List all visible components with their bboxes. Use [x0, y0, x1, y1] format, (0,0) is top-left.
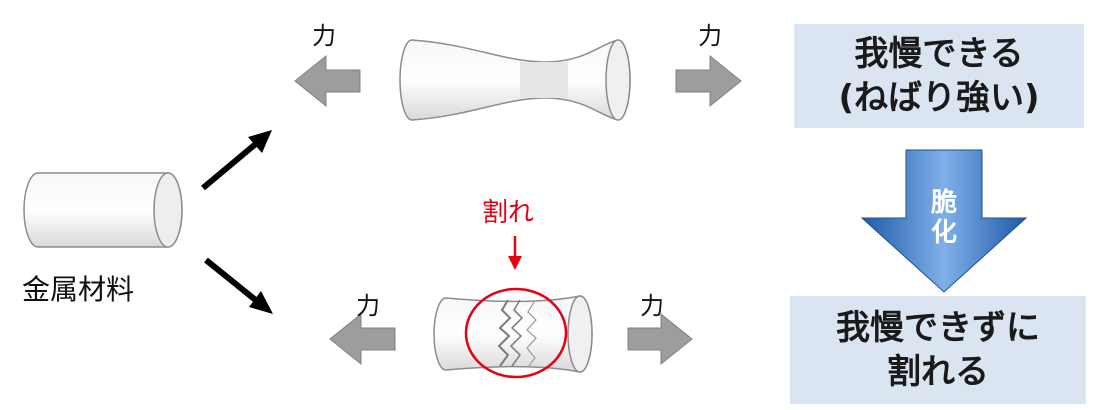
- force-arrow-left-top: [294, 54, 361, 108]
- brittle-result-text: 我慢できずに 割れる: [836, 308, 1040, 392]
- brittle-result-box: 我慢できずに 割れる: [790, 296, 1086, 404]
- force-label-top-right: 力: [698, 22, 722, 50]
- necked-specimen: [399, 39, 631, 121]
- crack-label: 割れ: [482, 198, 535, 228]
- embrittlement-label: 脆化: [930, 188, 957, 248]
- force-arrow-right-top: [675, 54, 742, 108]
- arrow-to-brittle: [204, 257, 273, 314]
- ductile-result-text: 我慢できる (ねばり強い): [838, 34, 1040, 118]
- cracked-specimen: [433, 287, 593, 379]
- arrow-to-ductile: [201, 130, 272, 191]
- metal-material-label: 金属材料: [22, 273, 135, 306]
- force-label-bottom-left: 力: [356, 292, 380, 320]
- force-label-bottom-right: 力: [640, 292, 664, 320]
- crack-highlight-circle: [464, 287, 568, 379]
- crack-pointer-arrow: [508, 236, 522, 270]
- force-arrow-right-bottom: [627, 312, 693, 366]
- ductile-result-box: 我慢できる (ねばり強い): [794, 24, 1084, 128]
- metal-cylinder: [23, 172, 183, 248]
- force-arrow-left-bottom: [329, 312, 396, 366]
- force-label-top-left: 力: [312, 22, 336, 50]
- embrittlement-arrow: [860, 149, 1028, 293]
